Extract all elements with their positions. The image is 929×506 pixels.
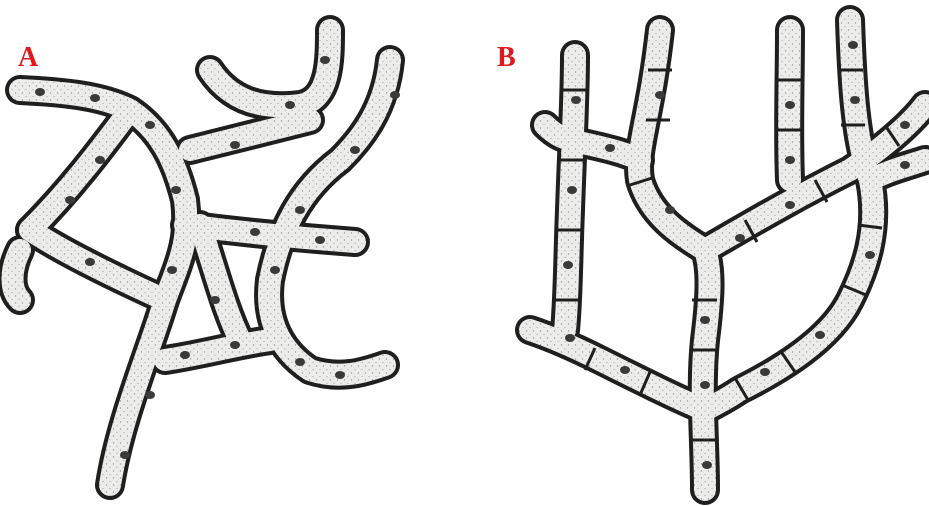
panel-label-b: B bbox=[497, 44, 516, 72]
aseptate-hyphae-a bbox=[13, 30, 401, 485]
panel-label-a: A bbox=[18, 44, 38, 72]
septate-hyphae-b bbox=[530, 20, 925, 490]
